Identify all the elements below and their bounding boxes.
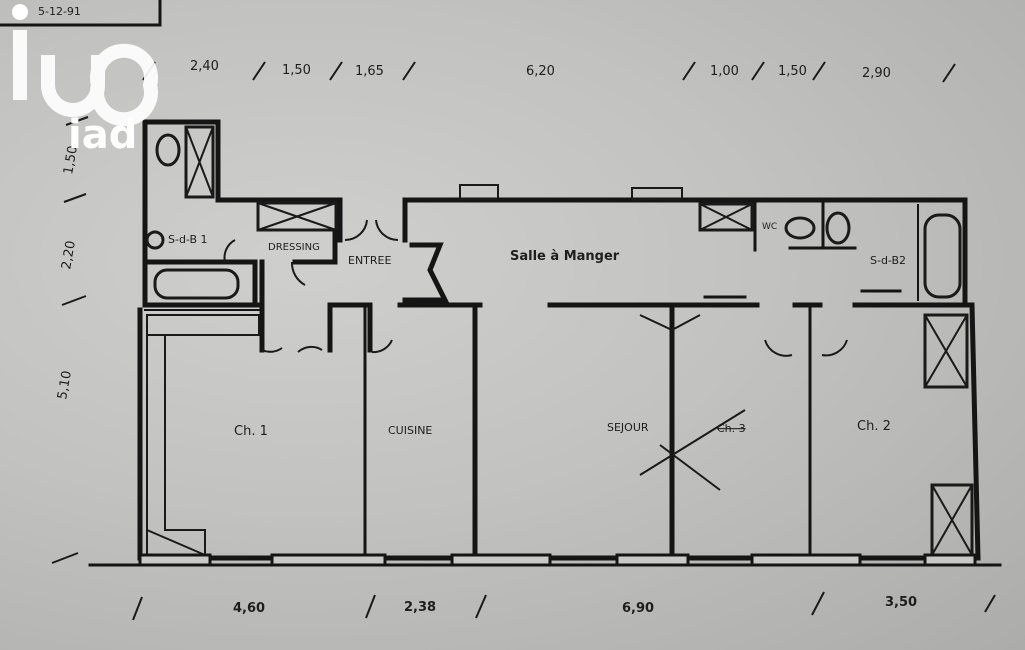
title-block-text: 5-12-91: [38, 5, 81, 18]
dim-top-6: 1,50: [778, 64, 807, 79]
dim-top-7: 2,90: [862, 66, 891, 81]
room-sdb1: S-d-B 1: [168, 233, 208, 246]
dim-top-3: 1,65: [355, 64, 384, 79]
dim-top-4: 6,20: [526, 64, 555, 79]
dim-left-2: 2,20: [59, 240, 79, 271]
room-wc: WC: [762, 222, 777, 232]
dim-top-2: 1,50: [282, 63, 311, 78]
room-dressing: DRESSING: [268, 242, 320, 253]
dim-bottom-1: 4,60: [233, 601, 265, 616]
left-dimension-line: 1,50 2,20 5,10: [51, 116, 89, 564]
dim-bottom-4: 3,50: [885, 595, 917, 610]
top-dimension-line: 2,40 1,50 1,65 6,20 1,00 1,50 2,90: [142, 59, 956, 83]
dim-left-3: 5,10: [55, 370, 75, 401]
title-block: 5-12-91: [0, 0, 162, 27]
dim-top-5: 1,00: [710, 64, 739, 79]
iad-logo-text: iad: [68, 112, 137, 150]
dim-bottom-3: 6,90: [622, 601, 654, 616]
iad-watermark-logo: iad: [12, 4, 158, 150]
bottom-dimension-line: 4,60 2,38 6,90 3,50: [132, 591, 996, 621]
room-labels: S-d-B 1 DRESSING ENTREE Salle à Manger W…: [168, 222, 906, 439]
windows: [138, 553, 977, 567]
room-salle-a-manger: Salle à Manger: [510, 249, 620, 264]
room-sejour: SEJOUR: [607, 421, 649, 434]
dim-bottom-2: 2,38: [404, 600, 436, 615]
room-ch2: Ch. 2: [857, 419, 891, 434]
dim-left-1: 1,50: [61, 145, 81, 176]
room-sdb2: S-d-B2: [870, 254, 906, 267]
room-ch1: Ch. 1: [234, 424, 268, 439]
room-cuisine: CUISINE: [388, 424, 432, 437]
room-ch3-struck: Ch. 3: [717, 422, 746, 435]
room-entree: ENTREE: [348, 254, 391, 267]
walls: [88, 119, 1002, 567]
dim-top-1: 2,40: [190, 59, 219, 74]
